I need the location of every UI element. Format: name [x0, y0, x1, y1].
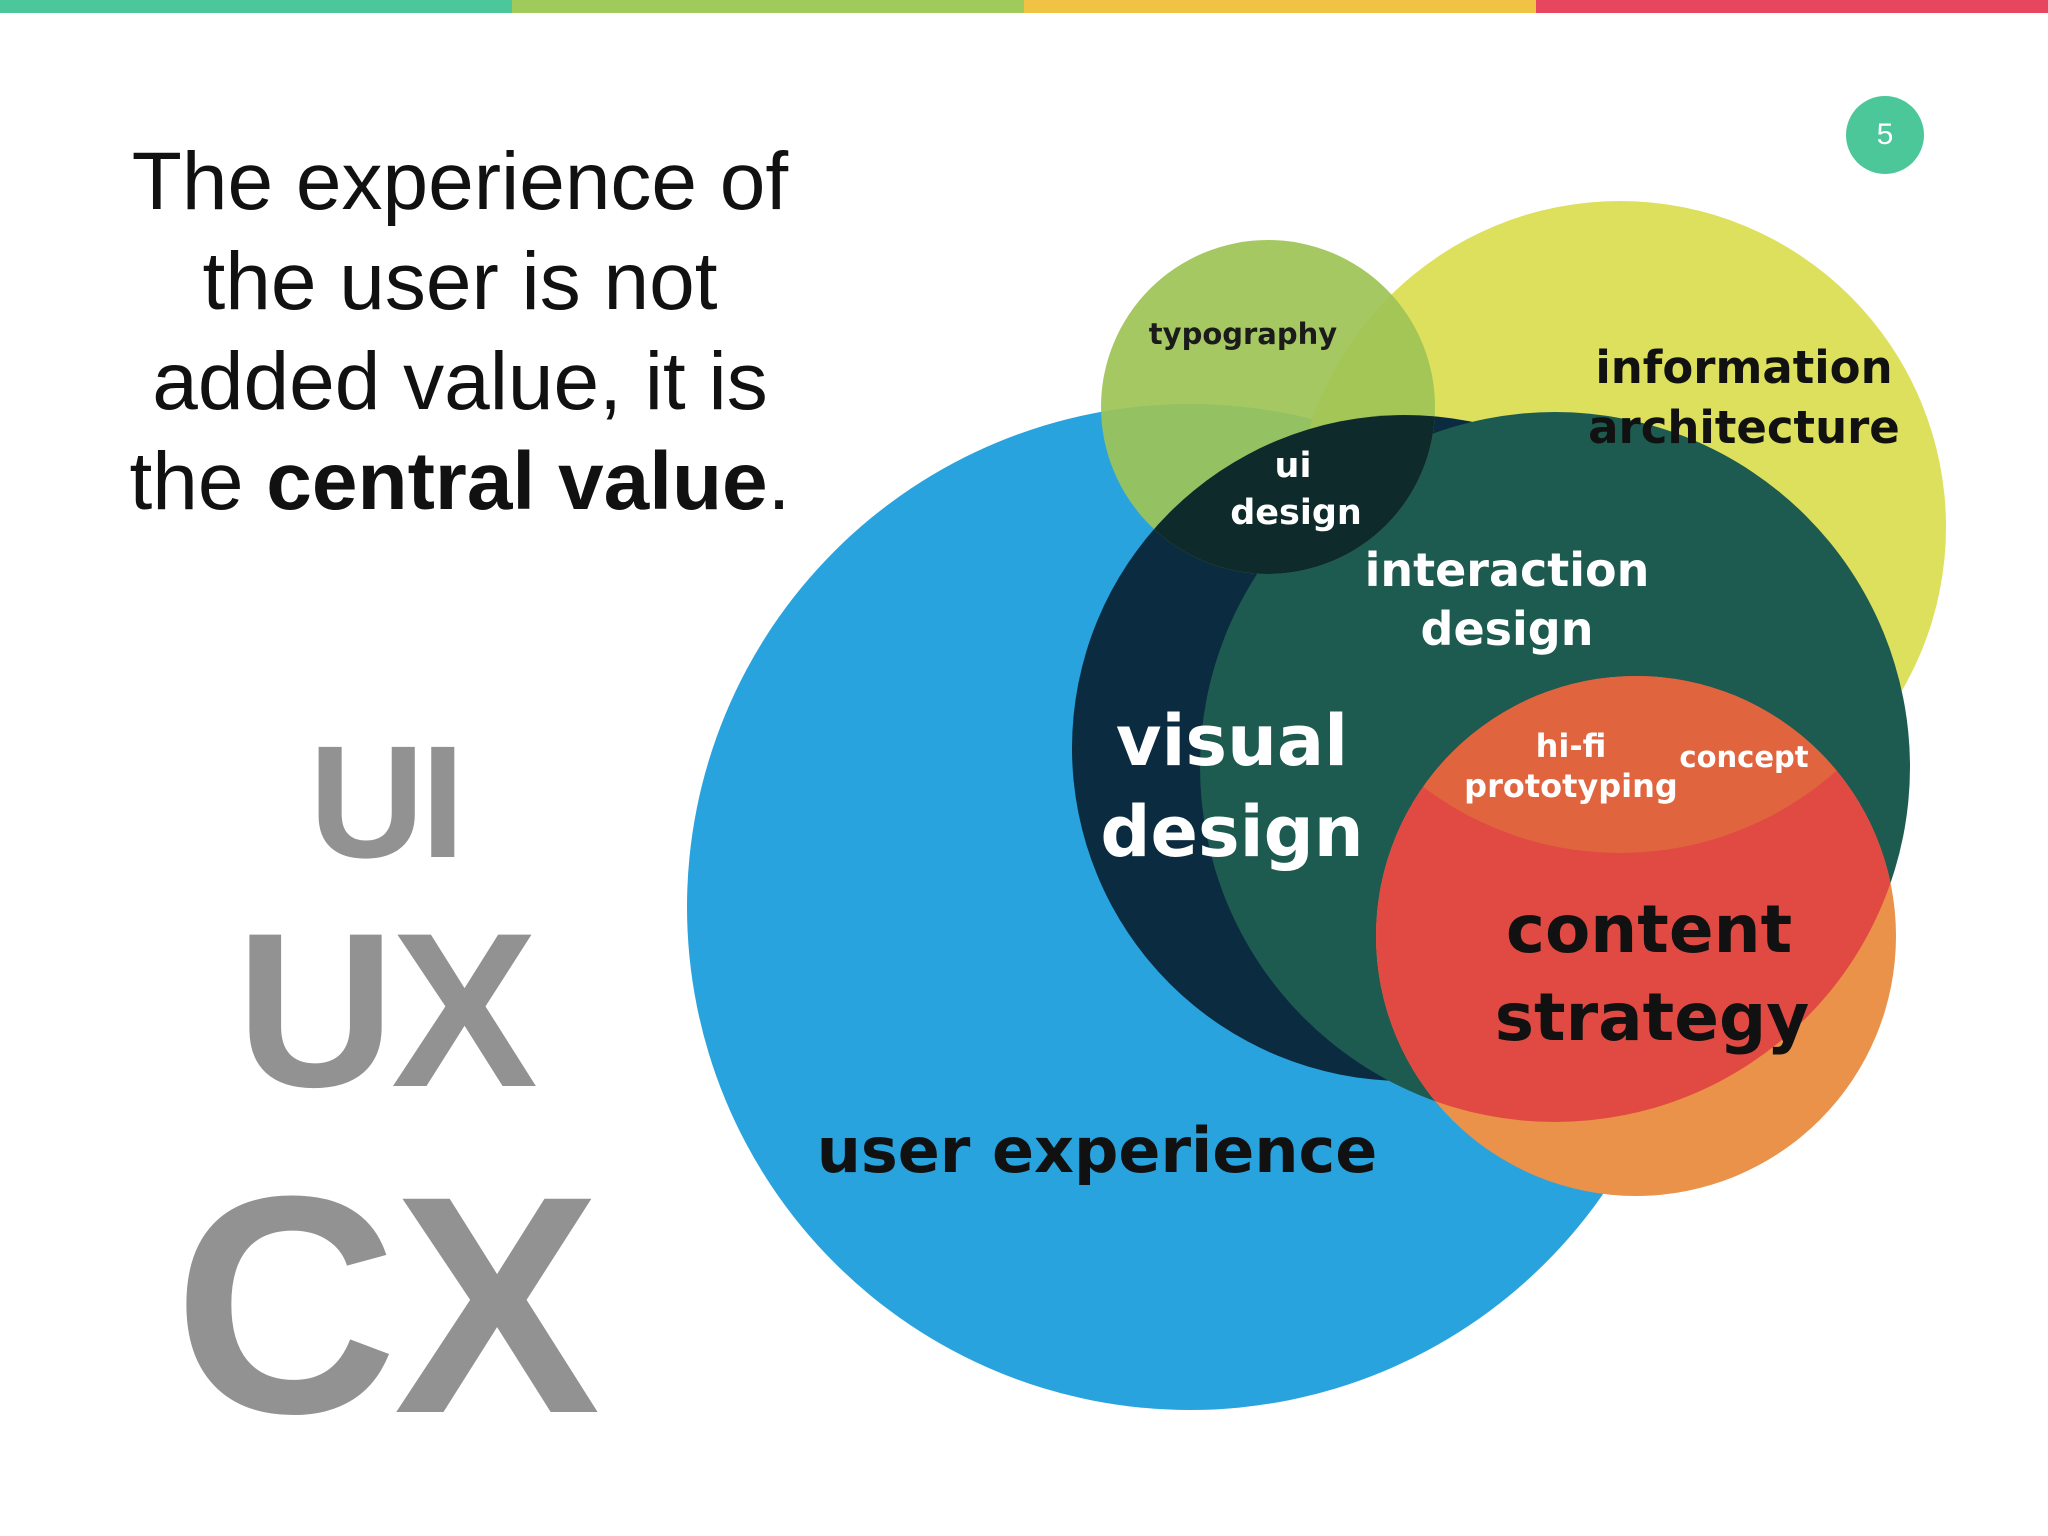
label-interaction-design-line-1: interaction	[1365, 543, 1650, 597]
label-interaction-design-line-2: design	[1421, 602, 1594, 656]
headline-emphasis: central value	[266, 436, 768, 527]
overlap-concept	[1376, 676, 1896, 853]
page-number-badge: 5	[1846, 96, 1924, 174]
label-visual-design-line-2: design	[1100, 791, 1363, 873]
stripe-segment-red	[1536, 0, 2048, 13]
label-visual-design-line-1: visual	[1116, 700, 1348, 782]
label-hi-fi-line-1: hi-fi	[1536, 727, 1607, 765]
label-information-architecture-line-2: architecture	[1588, 401, 1900, 454]
label-user-experience: user experience	[817, 1114, 1378, 1187]
label-content-strategy-line-2: strategy	[1495, 979, 1810, 1056]
acronym-ux: UX	[236, 887, 538, 1133]
headline-line-3: added value, it is	[152, 336, 768, 427]
label-ui-design-line-2: design	[1230, 493, 1362, 533]
label-ui-design-line-1: ui	[1275, 446, 1312, 486]
acronym-cx: CX	[173, 1131, 601, 1478]
label-typography: typography	[1149, 317, 1337, 351]
headline-line-4-suffix: .	[767, 436, 791, 527]
headline: The experience of the user is not added …	[80, 132, 840, 532]
stripe-segment-lime	[512, 0, 1024, 13]
headline-line-1: The experience of	[131, 136, 789, 227]
headline-line-2: the user is not	[202, 236, 718, 327]
acronym-ui: UI	[309, 712, 465, 891]
label-content-strategy-line-1: content	[1506, 891, 1792, 968]
stripe-segment-yellow	[1024, 0, 1536, 13]
label-concept: concept	[1679, 740, 1808, 774]
top-color-stripe	[0, 0, 2048, 13]
label-hi-fi-line-2: prototyping	[1464, 767, 1678, 805]
stripe-segment-green	[0, 0, 512, 13]
label-information-architecture-line-1: information	[1595, 341, 1892, 394]
headline-line-4-prefix: the	[129, 436, 267, 527]
